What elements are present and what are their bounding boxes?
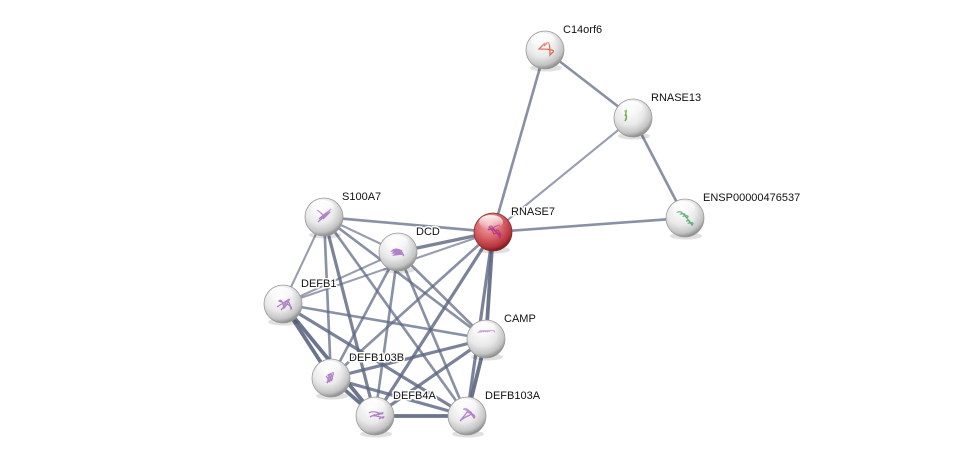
protein-structure-icon	[276, 298, 293, 311]
edge-rnase7-ensp00000476537[interactable]	[491, 216, 687, 234]
bubble-highlight	[361, 399, 385, 413]
bubble-highlight	[472, 322, 496, 336]
edge-dcd-defb103b[interactable]	[329, 250, 400, 380]
edge-s100a7-defb103a[interactable]	[322, 215, 469, 418]
node-label: DEFB103A	[485, 390, 541, 402]
node-label: RNASE7	[511, 206, 555, 218]
node-label: S100A7	[342, 191, 381, 203]
edge-camp-defb4a[interactable]	[373, 337, 488, 418]
node-camp[interactable]: CAMP	[466, 312, 537, 361]
node-label: RNASE13	[651, 92, 701, 104]
edge-dcd-defb4a[interactable]	[373, 250, 400, 418]
edge-rnase7-c14orf6[interactable]	[491, 48, 547, 234]
node-rnase7[interactable]: RNASE7	[473, 205, 557, 254]
edge-s100a7-camp[interactable]	[322, 215, 488, 341]
node-defb103b[interactable]: DEFB103B	[311, 351, 406, 400]
protein-structure-icon	[325, 371, 334, 384]
node-s100a7[interactable]: S100A7	[304, 190, 383, 239]
node-rnase13[interactable]: RNASE13	[613, 91, 703, 140]
node-defb4a[interactable]: DEFB4A	[355, 389, 438, 438]
node-label: DCD	[416, 226, 440, 238]
edge-s100a7-defb103b[interactable]	[322, 215, 333, 380]
edge-camp-defb103b[interactable]	[329, 337, 488, 380]
node-label: CAMP	[504, 313, 536, 325]
bubble-highlight	[531, 33, 555, 47]
bubble-highlight	[310, 200, 334, 214]
node-label: DEFB1	[301, 278, 336, 290]
protein-structure-icon	[487, 224, 502, 240]
bubble-highlight	[479, 215, 503, 229]
bubble-highlight	[671, 201, 695, 215]
node-ensp00000476537[interactable]: ENSP00000476537	[665, 191, 802, 240]
edge-rnase7-rnase13[interactable]	[491, 116, 635, 234]
node-defb1[interactable]: DEFB1	[263, 277, 338, 326]
protein-structure-icon	[390, 248, 405, 257]
bubble-highlight	[453, 399, 477, 413]
node-label: ENSP00000476537	[703, 192, 800, 204]
bubble-highlight	[269, 287, 293, 301]
edge-defb1-camp[interactable]	[281, 302, 488, 341]
bubble-highlight	[317, 361, 341, 375]
node-label: C14orf6	[563, 24, 602, 36]
node-dcd[interactable]: DCD	[378, 225, 441, 274]
bubble-highlight	[384, 235, 408, 249]
edge-dcd-defb103a[interactable]	[396, 250, 469, 418]
edge-defb103b-defb103a[interactable]	[329, 376, 469, 418]
edge-defb1-defb103a[interactable]	[281, 302, 469, 418]
protein-structure-icon	[368, 411, 385, 420]
node-label: DEFB4A	[393, 390, 436, 402]
bubble-highlight	[619, 101, 643, 115]
node-defb103a[interactable]: DEFB103A	[447, 389, 542, 438]
edge-rnase7-defb4a[interactable]	[373, 230, 495, 418]
edge-dcd-defb1[interactable]	[281, 250, 400, 306]
edge-rnase7-s100a7[interactable]	[322, 215, 495, 234]
node-c14orf6[interactable]: C14orf6	[525, 23, 604, 72]
node-label: DEFB103B	[349, 352, 404, 364]
edge-dcd-camp[interactable]	[396, 250, 488, 341]
